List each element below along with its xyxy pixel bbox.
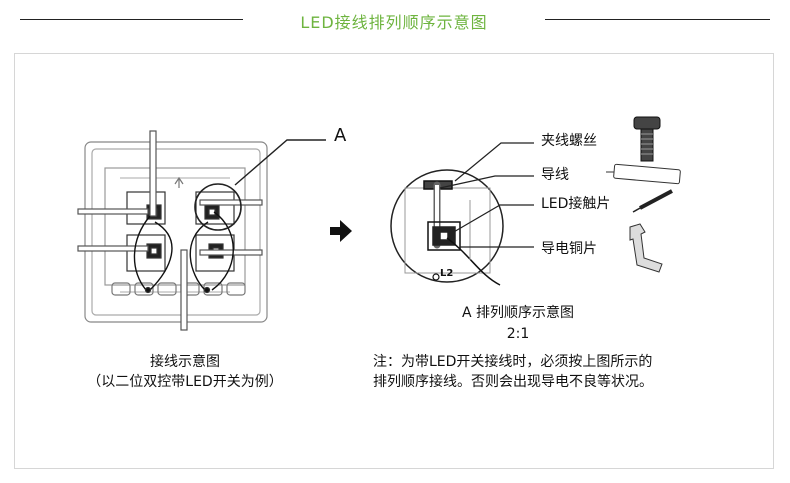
wire-icon: [606, 163, 681, 185]
led-contact-label: LED接触片: [541, 196, 611, 212]
detail-caption-title: A 排列顺序示意图: [461, 305, 575, 321]
left-caption-subtitle: （以二位双控带LED开关为例）: [87, 374, 283, 390]
screw-icon: [633, 116, 661, 162]
header-rule-left: [20, 19, 243, 20]
left-caption-title: 接线示意图: [150, 354, 220, 370]
header-rule-right: [545, 19, 770, 20]
page-title: LED接线排列顺序示意图: [300, 13, 488, 32]
switch-back-view: [77, 130, 326, 331]
note-line-2: 排列顺序接线。否则会出现导电不良等状况。: [373, 374, 653, 390]
detail-view: [390, 142, 534, 286]
right-arrow-icon: [330, 220, 352, 242]
note-line-1: 注：为带LED开关接线时，必须按上图所示的: [373, 354, 653, 370]
terminal-label: L2: [440, 268, 454, 279]
note-text: 注：为带LED开关接线时，必须按上图所示的 排列顺序接线。否则会出现导电不良等状…: [373, 352, 753, 392]
screw-label: 夹线螺丝: [541, 133, 597, 149]
detail-caption-scale: 2:1: [506, 326, 530, 342]
led-contact-icon: [632, 189, 673, 213]
callout-label: A: [334, 125, 347, 146]
wire-label: 导线: [541, 167, 569, 183]
copper-plate-icon: [629, 223, 663, 273]
copper-plate-label: 导电铜片: [541, 241, 597, 257]
